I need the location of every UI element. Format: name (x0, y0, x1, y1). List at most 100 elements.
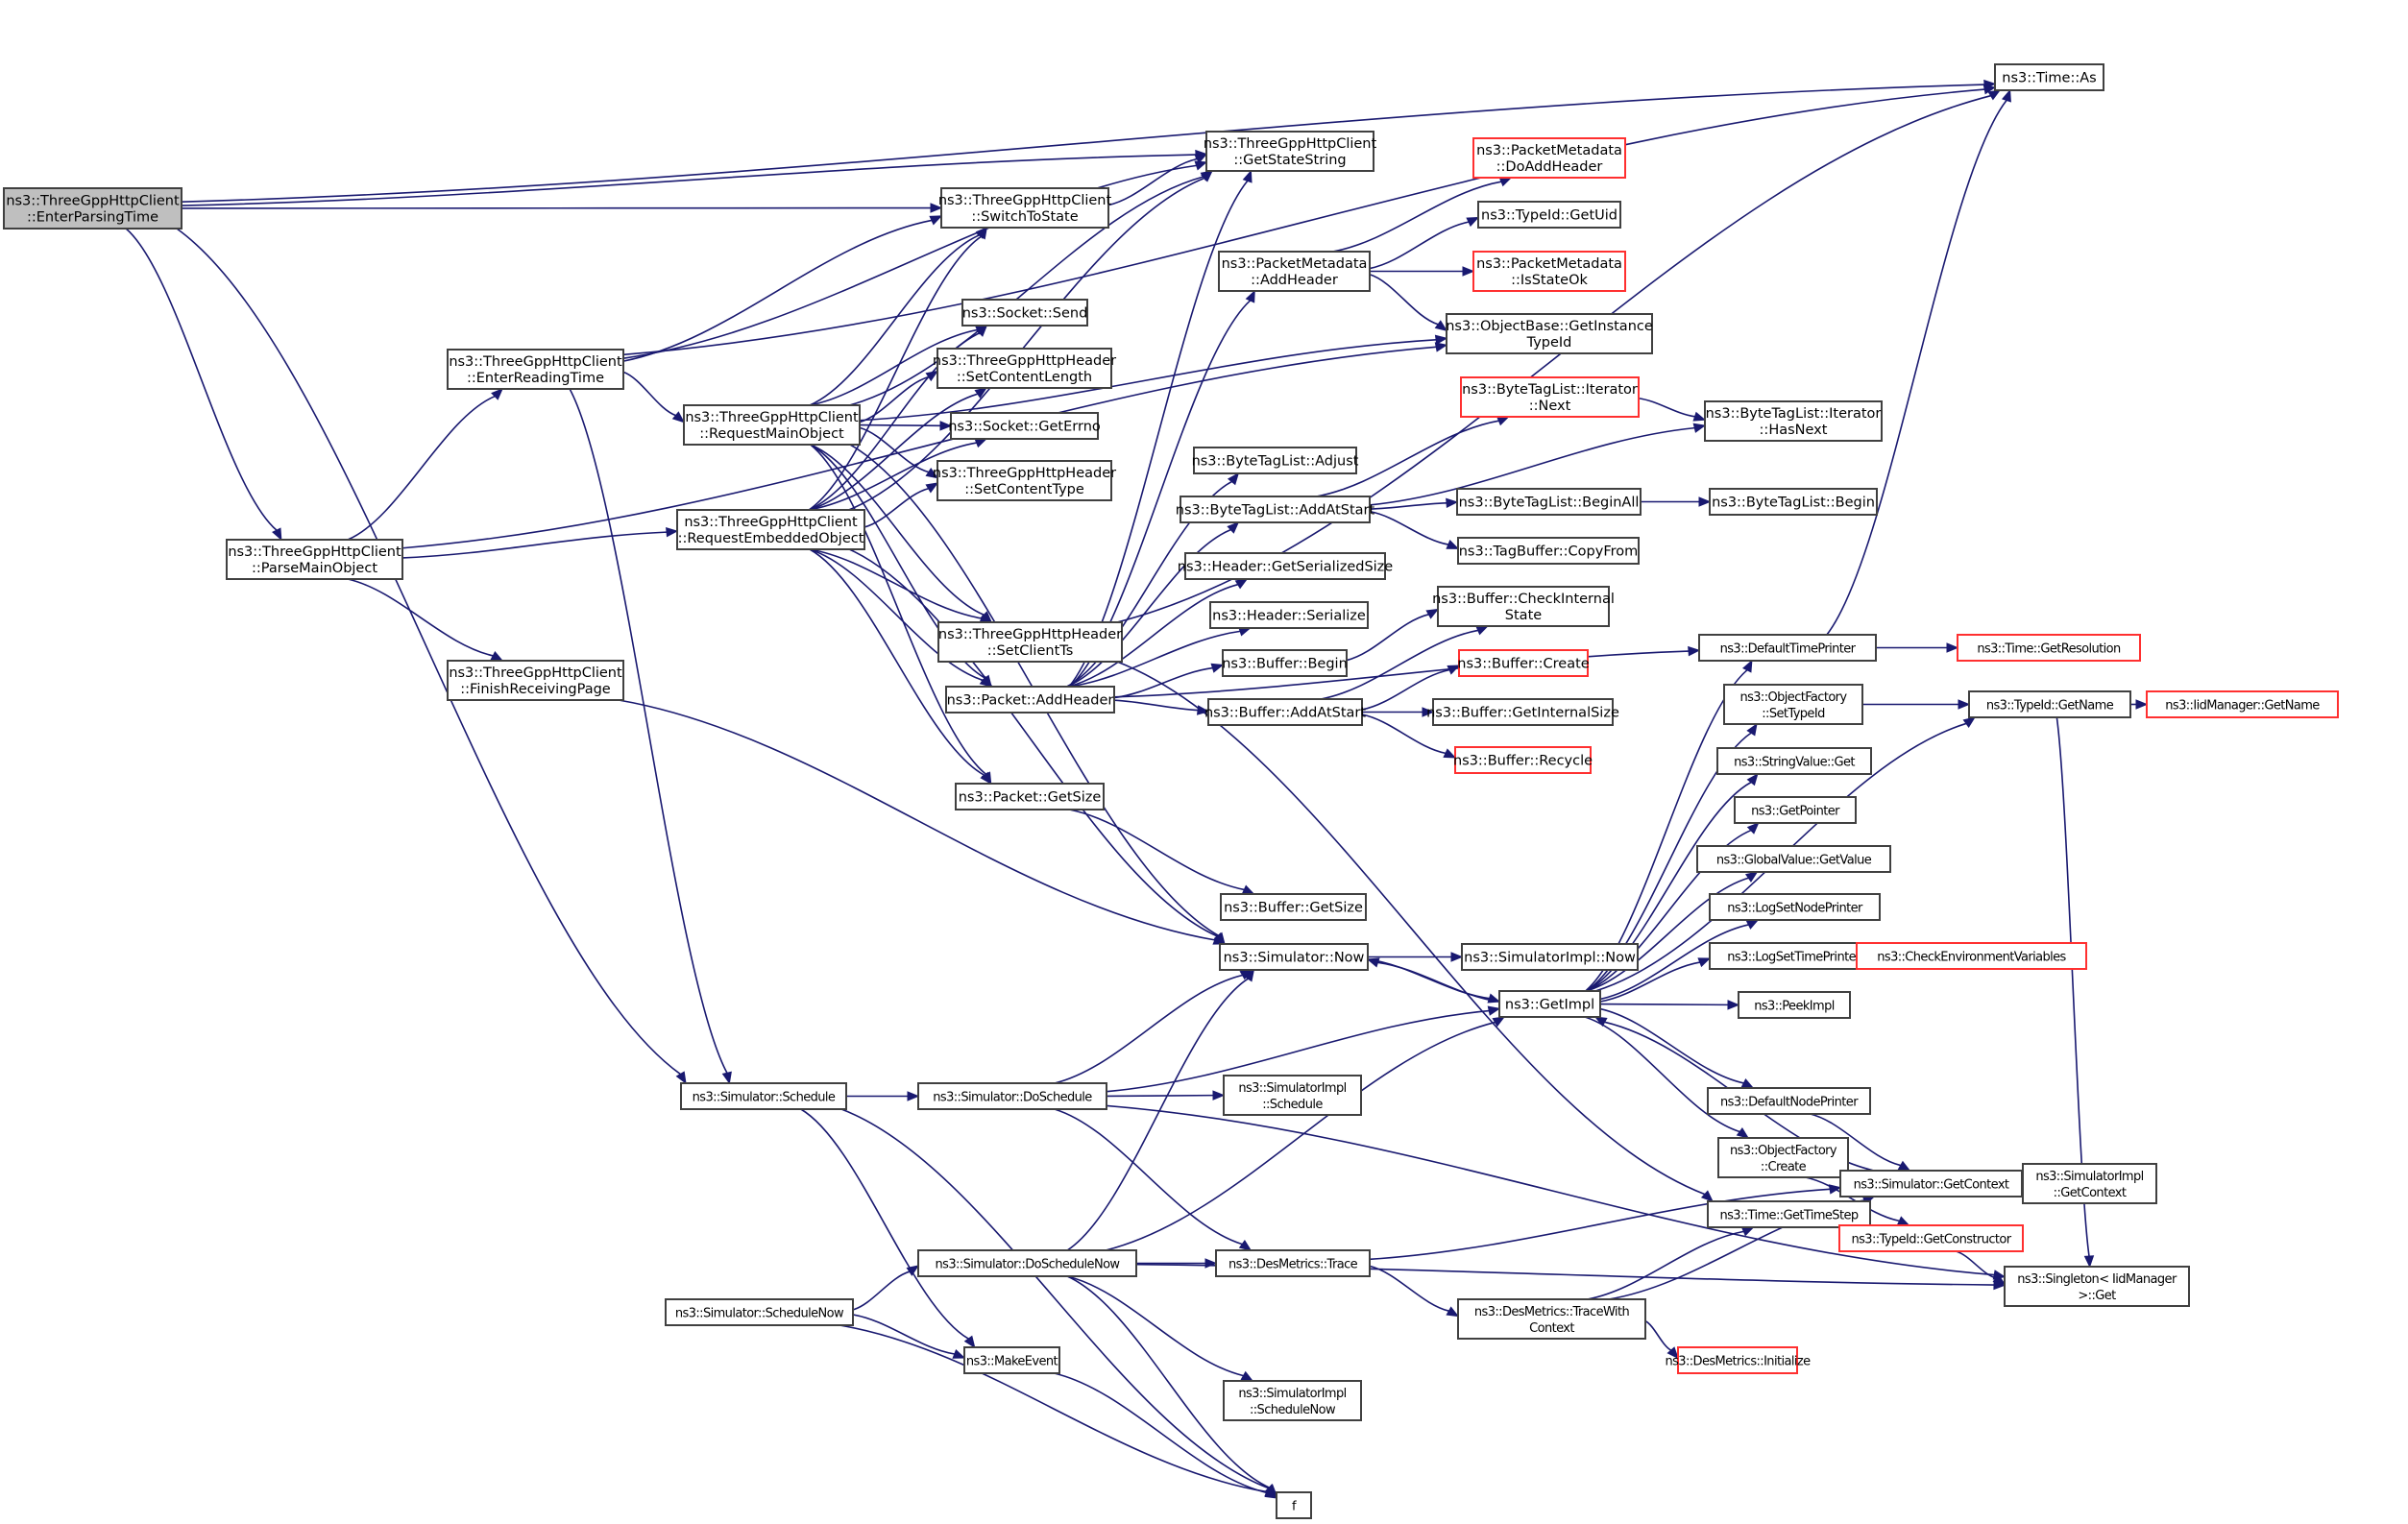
node-label: ::SwitchToState (971, 209, 1078, 225)
arrowhead-icon (1462, 266, 1475, 277)
node-pm-add-header[interactable]: ns3::PacketMetadata::AddHeader (1218, 251, 1371, 292)
node-req-emb[interactable]: ns3::ThreeGppHttpClient::RequestEmbedded… (676, 509, 865, 550)
node-btl-adjust[interactable]: ns3::ByteTagList::Adjust (1192, 447, 1359, 474)
arrowhead-icon (1740, 1078, 1755, 1089)
node-buf-get-size[interactable]: ns3::Buffer::GetSize (1220, 893, 1367, 921)
node-check-env[interactable]: ns3::CheckEnvironmentVariables (1856, 942, 2087, 970)
node-of-set-type-id[interactable]: ns3::ObjectFactory::SetTypeId (1723, 684, 1863, 725)
node-str-val-get[interactable]: ns3::StringValue::Get (1716, 747, 1872, 775)
node-box (1223, 1380, 1362, 1421)
edge-simDoSchedNow-to-simImplSchedNow (1066, 1275, 1254, 1382)
arrowhead-icon (1264, 1488, 1278, 1499)
node-tag-buf-copy[interactable]: ns3::TagBuffer::CopyFrom (1457, 537, 1640, 565)
node-pkt-add-header[interactable]: ns3::Packet::AddHeader (945, 686, 1115, 714)
node-btl-begin[interactable]: ns3::ByteTagList::Begin (1709, 488, 1878, 516)
node-enter-reading[interactable]: ns3::ThreeGppHttpClient::EnterReadingTim… (447, 349, 624, 390)
arrowhead-icon (1736, 1126, 1750, 1139)
node-hdr-serialize[interactable]: ns3::Header::Serialize (1209, 601, 1369, 629)
edge-defTimePrinter-to-timeAs (1826, 88, 2011, 636)
node-iid-get-name[interactable]: ns3::IidManager::GetName (2146, 690, 2339, 718)
edge-reqMain-to-sockErrno (859, 421, 953, 431)
node-f[interactable]: f (1276, 1491, 1312, 1519)
node-buf-int-size[interactable]: ns3::Buffer::GetInternalSize (1426, 698, 1619, 726)
node-btl-add-at-start[interactable]: ns3::ByteTagList::AddAtStart (1176, 496, 1375, 523)
node-req-main[interactable]: ns3::ThreeGppHttpClient::RequestMainObje… (683, 404, 861, 446)
node-label: ns3::ThreeGppHttpClient (938, 193, 1112, 208)
node-sim-sched-now[interactable]: ns3::Simulator::ScheduleNow (665, 1298, 854, 1326)
node-of-create[interactable]: ns3::ObjectFactory::Create (1717, 1137, 1849, 1178)
node-sock-send[interactable]: ns3::Socket::Send (961, 299, 1088, 327)
node-label: ns3::PeekImpl (1754, 1000, 1835, 1014)
node-pm-do-add-header[interactable]: ns3::PacketMetadata::DoAddHeader (1472, 137, 1626, 179)
node-buf-begin[interactable]: ns3::Buffer::Begin (1222, 649, 1348, 677)
node-pkt-get-size[interactable]: ns3::Packet::GetSize (955, 783, 1105, 810)
node-sim-schedule[interactable]: ns3::Simulator::Schedule (680, 1082, 847, 1110)
node-box (1709, 893, 1881, 921)
node-sim-impl-now[interactable]: ns3::SimulatorImpl::Now (1461, 943, 1639, 971)
arrowhead-icon (1196, 705, 1210, 715)
node-label: ns3::TagBuffer::CopyFrom (1459, 544, 1639, 560)
node-make-event[interactable]: ns3::MakeEvent (963, 1346, 1060, 1374)
node-set-content-type[interactable]: ns3::ThreeGppHttpHeader::SetContentType (933, 460, 1116, 501)
edge-simDoSchedNow-to-getImpl (1105, 1016, 1506, 1251)
node-log-node-printer[interactable]: ns3::LogSetNodePrinter (1709, 893, 1881, 921)
node-time-get-step[interactable]: ns3::Time::GetTimeStep (1707, 1200, 1871, 1228)
node-buf-add-at-start[interactable]: ns3::Buffer::AddAtStart (1204, 698, 1366, 726)
node-label: ns3::SimulatorImpl (2035, 1170, 2143, 1184)
node-peek-impl[interactable]: ns3::PeekImpl (1738, 991, 1851, 1019)
node-sim-now[interactable]: ns3::Simulator::Now (1219, 943, 1369, 971)
node-des-init[interactable]: ns3::DesMetrics::Initialize (1666, 1346, 1812, 1374)
node-sock-errno[interactable]: ns3::Socket::GetErrno (948, 412, 1101, 440)
node-def-time-printer[interactable]: ns3::DefaultTimePrinter (1698, 634, 1877, 662)
node-set-content-len[interactable]: ns3::ThreeGppHttpHeader::SetContentLengt… (933, 348, 1116, 389)
node-box (963, 1346, 1060, 1374)
node-type-id-get-ctor[interactable]: ns3::TypeId::GetConstructor (1838, 1224, 2024, 1252)
node-get-pointer[interactable]: ns3::GetPointer (1734, 796, 1857, 824)
node-sim-impl-sched-now[interactable]: ns3::SimulatorImpl::ScheduleNow (1223, 1380, 1362, 1421)
arrowhead-icon (1828, 1184, 1842, 1195)
node-enter-parsing[interactable]: ns3::ThreeGppHttpClient::EnterParsingTim… (3, 187, 182, 230)
node-pm-is-state-ok[interactable]: ns3::PacketMetadata::IsStateOk (1472, 251, 1626, 292)
node-time-get-res[interactable]: ns3::Time::GetResolution (1957, 634, 2141, 662)
arrowhead-icon (1466, 216, 1480, 228)
node-sim-do-sched-now[interactable]: ns3::Simulator::DoScheduleNow (917, 1249, 1137, 1277)
node-box (961, 299, 1088, 327)
node-sim-do-schedule[interactable]: ns3::Simulator::DoSchedule (917, 1082, 1107, 1110)
node-set-client-ts[interactable]: ns3::ThreeGppHttpHeader::SetClientTs (937, 621, 1123, 663)
node-def-node-printer[interactable]: ns3::DefaultNodePrinter (1707, 1087, 1871, 1115)
node-sim-impl-schedule[interactable]: ns3::SimulatorImpl::Schedule (1223, 1075, 1362, 1116)
node-box (1472, 137, 1626, 179)
node-get-impl[interactable]: ns3::GetImpl (1498, 990, 1601, 1018)
node-parse-main[interactable]: ns3::ThreeGppHttpClient::ParseMainObject (226, 539, 403, 580)
node-des-trace[interactable]: ns3::DesMetrics::Trace (1215, 1249, 1371, 1277)
edge-reqEmb-to-setContentType (863, 482, 939, 528)
arrowhead-icon (1666, 1346, 1679, 1360)
node-buf-create[interactable]: ns3::Buffer::Create (1457, 649, 1590, 677)
node-finish-recv[interactable]: ns3::ThreeGppHttpClient::FinishReceiving… (447, 660, 624, 701)
node-type-id-get-uid[interactable]: ns3::TypeId::GetUid (1477, 201, 1621, 229)
arrowhead-icon (1698, 496, 1712, 507)
node-btl-iter-has-next[interactable]: ns3::ByteTagList::Iterator::HasNext (1704, 400, 1883, 442)
node-gv-get-value[interactable]: ns3::GlobalValue::GetValue (1696, 845, 1891, 873)
node-buf-recycle[interactable]: ns3::Buffer::Recycle (1453, 746, 1593, 774)
node-btl-iter-next[interactable]: ns3::ByteTagList::Iterator::Next (1460, 376, 1640, 418)
node-box (937, 621, 1123, 663)
node-label: ns3::ObjectBase::GetInstance (1446, 319, 1653, 334)
node-btl-begin-all[interactable]: ns3::ByteTagList::BeginAll (1456, 488, 1642, 516)
node-switch-to-state[interactable]: ns3::ThreeGppHttpClient::SwitchToState (938, 187, 1112, 229)
edge-defTimePrinter-to-timeGetRes (1876, 642, 1959, 653)
node-sim-get-context[interactable]: ns3::Simulator::GetContext (1839, 1170, 2023, 1197)
node-time-as[interactable]: ns3::Time::As (1994, 63, 2104, 91)
node-get-state-string[interactable]: ns3::ThreeGppHttpClient::GetStateString (1204, 131, 1377, 172)
node-hdr-ser-size[interactable]: ns3::Header::GetSerializedSize (1178, 552, 1394, 580)
node-box (1205, 131, 1374, 172)
node-log-time-printer[interactable]: ns3::LogSetTimePrinter (1709, 942, 1879, 970)
edge-parseMain-to-finishRecv (347, 578, 504, 662)
node-label: ns3::ByteTagList::Adjust (1192, 454, 1359, 470)
node-type-id-get-name[interactable]: ns3::TypeId::GetName (1968, 690, 2131, 718)
node-singleton-get[interactable]: ns3::Singleton< IidManager>::Get (2004, 1266, 2190, 1307)
node-sim-impl-get-ctx[interactable]: ns3::SimulatorImpl::GetContext (2022, 1163, 2157, 1204)
